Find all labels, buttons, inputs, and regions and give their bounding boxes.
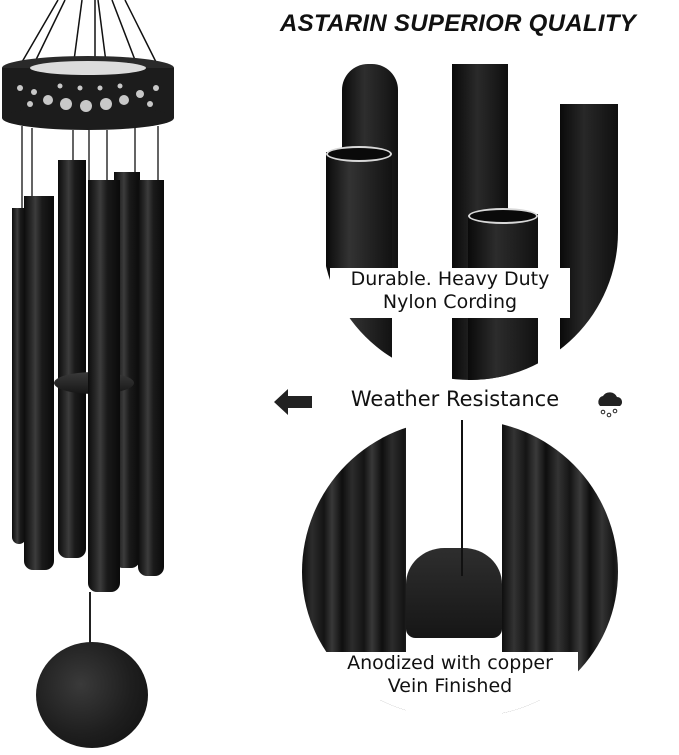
caption-finish: Anodized with copper Vein Finished bbox=[322, 652, 578, 700]
chime-tube bbox=[12, 208, 26, 544]
caption-line: Durable. Heavy Duty bbox=[350, 268, 550, 290]
chime-tube bbox=[88, 180, 120, 592]
rain-cloud-icon bbox=[594, 388, 626, 424]
caption-line: Vein Finished bbox=[387, 675, 513, 697]
chime-tube bbox=[58, 160, 86, 558]
caption-cording: Durable. Heavy Duty Nylon Cording bbox=[330, 268, 570, 318]
page-title: ASTARIN SUPERIOR QUALITY bbox=[280, 10, 637, 37]
caption-line: Anodized with copper bbox=[347, 652, 553, 674]
wind-chime-illustration bbox=[2, 0, 174, 210]
arrow-left-icon bbox=[274, 389, 312, 419]
chime-tube bbox=[138, 180, 164, 576]
product-image-wind-chime bbox=[0, 0, 200, 751]
feature-weather-label: Weather Resistance bbox=[350, 387, 560, 411]
wind-sail bbox=[36, 642, 148, 748]
caption-line: Nylon Cording bbox=[382, 291, 518, 313]
chime-tube bbox=[24, 196, 54, 570]
feature-closeup-cording bbox=[322, 64, 618, 380]
sail-cord bbox=[89, 592, 91, 652]
